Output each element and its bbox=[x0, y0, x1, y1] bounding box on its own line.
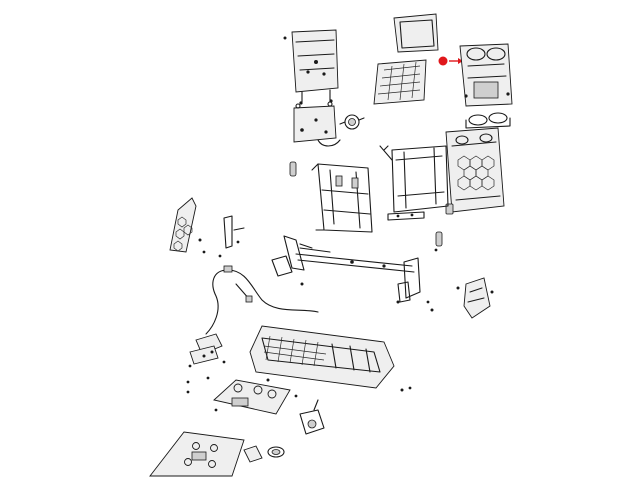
cushion-pad-part bbox=[373, 59, 427, 105]
fastener-bolts bbox=[186, 248, 438, 394]
seatback-upper-panel-part bbox=[293, 101, 341, 147]
cupholder-insert-part bbox=[465, 112, 511, 129]
side-bolster-left-part bbox=[169, 197, 202, 253]
lumbar-knob-assembly-part bbox=[299, 399, 325, 435]
armrest-lid-part bbox=[393, 13, 439, 53]
red-dot-callout-icon bbox=[438, 56, 463, 66]
headrest-cover-part bbox=[283, 29, 339, 105]
seat-switch-module-part bbox=[186, 333, 223, 384]
console-cupholder-assembly-part bbox=[459, 43, 513, 107]
actuator-motor-part bbox=[339, 114, 365, 130]
seat-track-rail-assembly-part bbox=[271, 235, 421, 304]
seatback-main-frame-part bbox=[311, 163, 373, 233]
small-cover-part bbox=[243, 445, 285, 463]
clip-parts bbox=[289, 145, 454, 247]
wiring-harness-part bbox=[205, 265, 319, 335]
floor-plate-lower-part bbox=[149, 431, 245, 477]
side-cover-right-part bbox=[430, 277, 494, 319]
recliner-frame-part bbox=[387, 145, 449, 221]
floor-plate-upper-part bbox=[213, 379, 298, 415]
latch-bracket-part bbox=[218, 215, 245, 258]
seat-cushion-pan-part bbox=[249, 325, 404, 392]
seatback-frame-right-part bbox=[445, 127, 505, 213]
